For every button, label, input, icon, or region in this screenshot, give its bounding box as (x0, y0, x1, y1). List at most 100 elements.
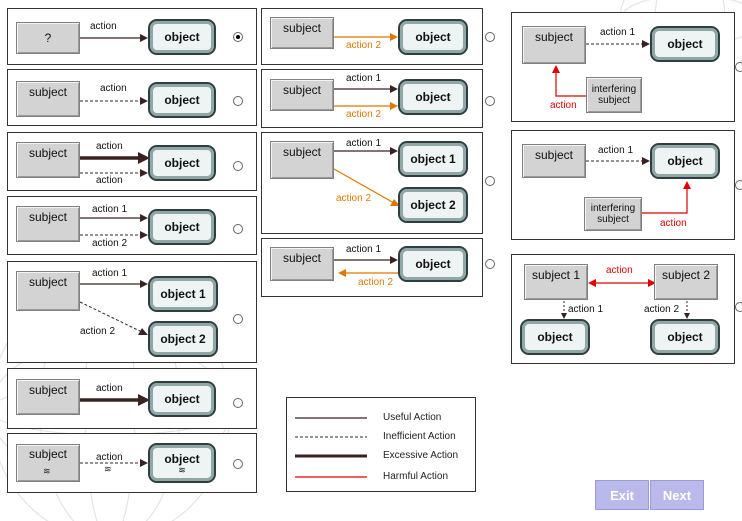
option-panel-interfering-subject-on-object[interactable]: subject action 1 object interfering subj… (511, 130, 735, 240)
object-box: object (650, 26, 720, 62)
object-box: object (398, 246, 468, 282)
legend-inefficient: Inefficient Action (383, 431, 456, 442)
interfering-subject-box: interfering subject (586, 77, 642, 113)
option-radio-6[interactable] (233, 398, 243, 408)
interfering-subject-box: interfering subject (584, 197, 642, 231)
action-2-label: action 2 (644, 304, 680, 315)
next-button[interactable]: Next (650, 480, 704, 510)
subject-box: ? (16, 22, 80, 54)
object-box: object (148, 381, 216, 417)
action-1-label: action 1 (600, 27, 636, 38)
subject-box: subject (522, 26, 586, 64)
action-1-label: action 1 (346, 138, 382, 149)
subject-box: subject (16, 379, 80, 415)
subject-box: subject (522, 144, 586, 178)
object-2-box: object 2 (148, 321, 218, 357)
object-label: object (164, 451, 200, 466)
option-radio-4[interactable] (233, 224, 243, 234)
action-arrows (80, 459, 148, 467)
option-panel-excessive-action[interactable]: subject action object (7, 368, 257, 429)
option-radio-1[interactable] (233, 32, 243, 42)
action-arrows (586, 157, 691, 214)
option-radio-7[interactable] (233, 459, 243, 469)
action-label: action (96, 452, 123, 463)
action-arrows (80, 214, 148, 239)
option-radio-10[interactable] (485, 176, 495, 186)
action-label: action (90, 21, 117, 32)
subject-1-box: subject 1 (524, 264, 588, 300)
action-2-label: action 2 (346, 40, 382, 51)
action-1-label: action 1 (346, 244, 382, 255)
option-panel-interfering-subject-on-subject[interactable]: subject action 1 object interfering subj… (511, 12, 735, 122)
object-1-box: object 1 (148, 276, 218, 312)
action-1-label: action 1 (346, 73, 382, 84)
option-panel-excessive-inefficient[interactable]: subject action action object (7, 132, 257, 191)
option-radio-2[interactable] (233, 96, 243, 106)
action-arrows (80, 97, 148, 105)
action-arrows (333, 147, 400, 206)
subject-box: subject ≋ (16, 444, 80, 482)
option-panel-two-objects-inefficient[interactable]: subject action 1 action 2 object 1 objec… (7, 261, 257, 363)
object-box: object (398, 79, 468, 115)
action-label: action (96, 383, 123, 394)
option-radio-12[interactable] (735, 62, 742, 72)
option-panel-varying-action[interactable]: subject ≋ action ≋ object ≋ (7, 433, 257, 493)
object-2-box: object 2 (398, 187, 468, 223)
option-radio-9[interactable] (485, 96, 495, 106)
option-panel-inefficient-action[interactable]: subject action object (7, 69, 257, 126)
object-box: object (148, 209, 216, 245)
legend-useful: Useful Action (383, 412, 442, 423)
object-box: object (650, 143, 720, 179)
action-arrows (334, 256, 400, 277)
option-radio-5[interactable] (233, 314, 243, 324)
action-label-bottom: action (96, 175, 123, 186)
mutual-action-label: action (606, 265, 633, 276)
option-panel-two-subjects-mutual-harm[interactable]: subject 1 subject 2 action action 1 acti… (511, 254, 735, 364)
legend-excessive: Excessive Action (383, 450, 459, 461)
action-label: action (100, 83, 127, 94)
action-variation-symbol: ≋ (104, 464, 111, 474)
action-arrows (334, 33, 398, 41)
action-2-label: action 2 (92, 238, 128, 249)
option-radio-14[interactable] (735, 302, 742, 312)
object-2-box: object (650, 319, 720, 355)
object-box: object (148, 19, 216, 55)
action-2-label: action 2 (336, 193, 372, 204)
option-radio-8[interactable] (485, 32, 495, 42)
object-box: object (398, 19, 468, 55)
exit-button[interactable]: Exit (595, 480, 649, 510)
action-1-label: action 1 (598, 145, 634, 156)
action-2-label: action 2 (358, 277, 394, 288)
action-arrows (80, 34, 148, 42)
option-panel-return-action[interactable]: subject action 1 action 2 object (261, 238, 483, 297)
subject-box: subject (270, 141, 334, 179)
subject-box: subject (16, 142, 80, 178)
action-2-label: action 2 (346, 109, 382, 120)
option-panel-unknown-subject[interactable]: ? action object (7, 8, 257, 65)
option-panel-two-actions-orange[interactable]: subject action 1 action 2 object (261, 69, 483, 128)
action-1-label: action 1 (568, 304, 604, 315)
object-1-box: object 1 (398, 141, 468, 177)
option-radio-3[interactable] (233, 161, 243, 171)
harmful-action-label: action (660, 218, 687, 229)
object-1-box: object (520, 319, 590, 355)
action-arrows (79, 280, 148, 335)
harmful-action-label: action (550, 100, 577, 111)
object-variation-symbol: ≋ (178, 464, 186, 475)
option-panel-two-actions-one-object[interactable]: subject action 1 action 2 object (7, 196, 257, 255)
object-box: object (148, 82, 216, 118)
option-panel-two-objects-orange[interactable]: subject action 1 action 2 object 1 objec… (261, 132, 483, 234)
action-2-label: action 2 (80, 326, 116, 337)
option-radio-13[interactable] (735, 180, 742, 190)
action-arrows (552, 40, 650, 97)
option-radio-11[interactable] (485, 259, 495, 269)
option-panel-orange-action[interactable]: subject action 2 object (261, 8, 483, 65)
legend-box: Useful Action Inefficient Action Excessi… (286, 397, 476, 492)
action-arrows (561, 279, 690, 319)
subject-label: subject (28, 447, 68, 461)
subject-box: subject (270, 17, 334, 49)
action-arrows (80, 152, 150, 177)
action-arrows (80, 394, 150, 406)
subject-box: subject (16, 206, 80, 242)
variation-symbol: ≋ (43, 466, 50, 476)
